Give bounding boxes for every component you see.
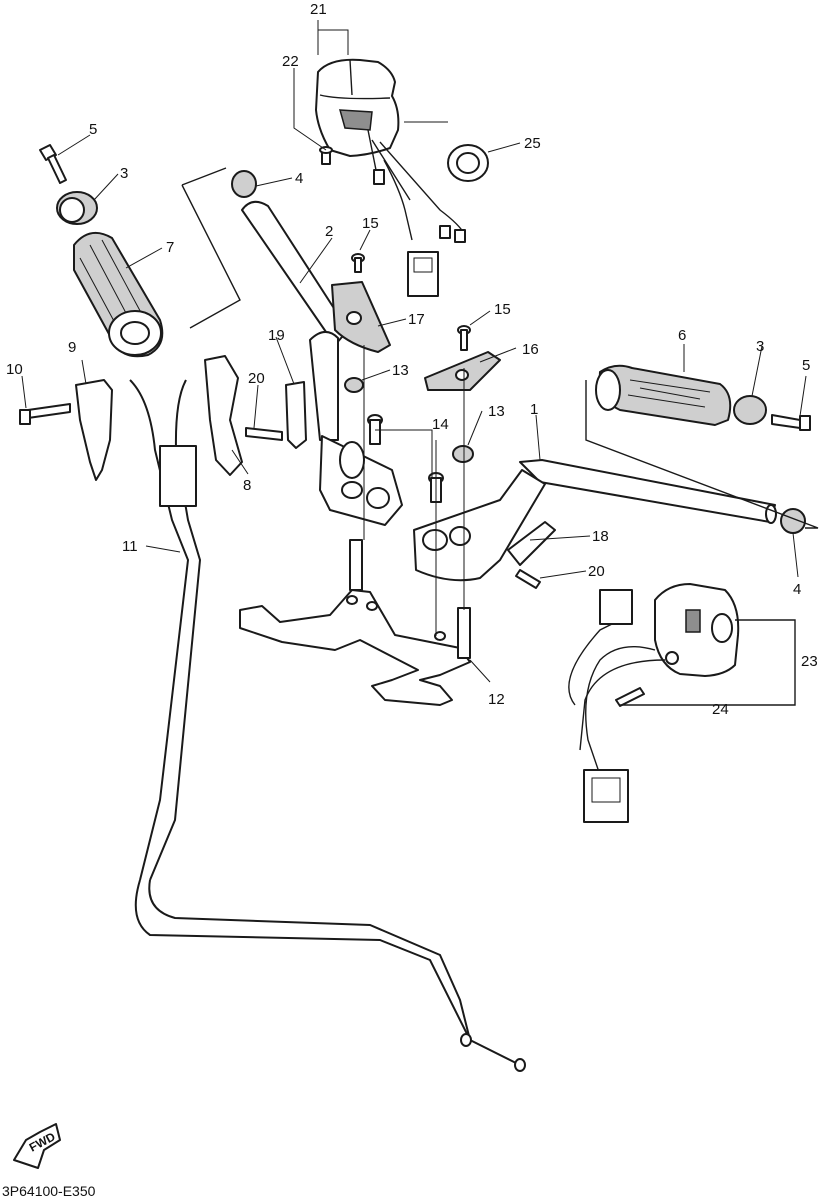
callout-8: 8 bbox=[243, 477, 251, 494]
grommet-25 bbox=[447, 144, 489, 182]
grip-7 bbox=[73, 231, 164, 358]
callout-5-right: 5 bbox=[802, 357, 810, 374]
end-weight-3-left bbox=[56, 191, 98, 225]
callout-numbers: 21 22 25 5 3 4 2 7 15 17 15 16 6 3 5 13 … bbox=[6, 1, 818, 718]
end-weight-4-left bbox=[231, 170, 257, 198]
callout-23: 23 bbox=[801, 653, 818, 670]
callout-12: 12 bbox=[488, 691, 505, 708]
callout-15-left: 15 bbox=[362, 215, 379, 232]
grip-6 bbox=[595, 364, 732, 426]
callout-3-right: 3 bbox=[756, 338, 764, 355]
bolt-5-right bbox=[771, 414, 811, 431]
bracket-16 bbox=[424, 351, 501, 391]
bolt-5-left bbox=[39, 144, 67, 184]
callout-6: 6 bbox=[678, 327, 686, 344]
callout-18: 18 bbox=[592, 528, 609, 545]
nut-13-right bbox=[452, 445, 474, 463]
throttle-cables-11 bbox=[129, 379, 526, 1072]
callout-1: 1 bbox=[530, 401, 538, 418]
steering-holder-12 bbox=[239, 539, 471, 706]
bracket-line-left-grip bbox=[181, 167, 241, 329]
callout-5-left: 5 bbox=[89, 121, 97, 138]
screw-15-right bbox=[457, 325, 471, 351]
callout-2: 2 bbox=[325, 223, 333, 240]
callout-14: 14 bbox=[432, 416, 449, 433]
right-handlebar-switch bbox=[568, 583, 740, 823]
callout-19: 19 bbox=[268, 327, 285, 344]
bracket-18 bbox=[507, 521, 556, 566]
callout-25: 25 bbox=[524, 135, 541, 152]
assembly-lines bbox=[363, 345, 465, 636]
screw-20-right bbox=[515, 569, 541, 589]
callout-22: 22 bbox=[282, 53, 299, 70]
callout-15-right: 15 bbox=[494, 301, 511, 318]
bracket-19 bbox=[285, 381, 307, 449]
callout-4-right: 4 bbox=[793, 581, 801, 598]
handlebar-2 bbox=[241, 200, 403, 526]
callout-21: 21 bbox=[310, 1, 327, 18]
callout-16: 16 bbox=[522, 341, 539, 358]
holder-8 bbox=[204, 355, 243, 476]
callout-7: 7 bbox=[166, 239, 174, 256]
bracket-line-right-grip bbox=[585, 380, 819, 529]
bracket-17 bbox=[331, 281, 391, 353]
callout-9: 9 bbox=[68, 339, 76, 356]
callout-leaders bbox=[21, 20, 807, 683]
screw-20-left bbox=[245, 427, 283, 441]
screw-24 bbox=[615, 687, 645, 707]
callout-20-right: 20 bbox=[588, 563, 605, 580]
callout-13-right: 13 bbox=[488, 403, 505, 420]
callout-13-left: 13 bbox=[392, 362, 409, 379]
fwd-arrow-icon bbox=[13, 1123, 61, 1169]
callout-3-left: 3 bbox=[120, 165, 128, 182]
bracket-line-23-24 bbox=[620, 619, 796, 706]
end-weight-3-right bbox=[733, 395, 767, 425]
nut-13-left bbox=[344, 377, 364, 393]
callout-10: 10 bbox=[6, 361, 23, 378]
diagram-code: 3P64100-E350 bbox=[2, 1183, 96, 1199]
left-handlebar-switch bbox=[315, 58, 466, 297]
holder-9 bbox=[75, 379, 113, 481]
callout-11: 11 bbox=[122, 538, 138, 555]
handlebar-1 bbox=[413, 459, 777, 582]
callout-4-left: 4 bbox=[295, 170, 303, 187]
callout-20-left: 20 bbox=[248, 370, 265, 387]
bolt-10 bbox=[19, 403, 71, 425]
callout-24: 24 bbox=[712, 701, 729, 718]
screw-15-left bbox=[351, 253, 365, 273]
callout-17: 17 bbox=[408, 311, 425, 328]
